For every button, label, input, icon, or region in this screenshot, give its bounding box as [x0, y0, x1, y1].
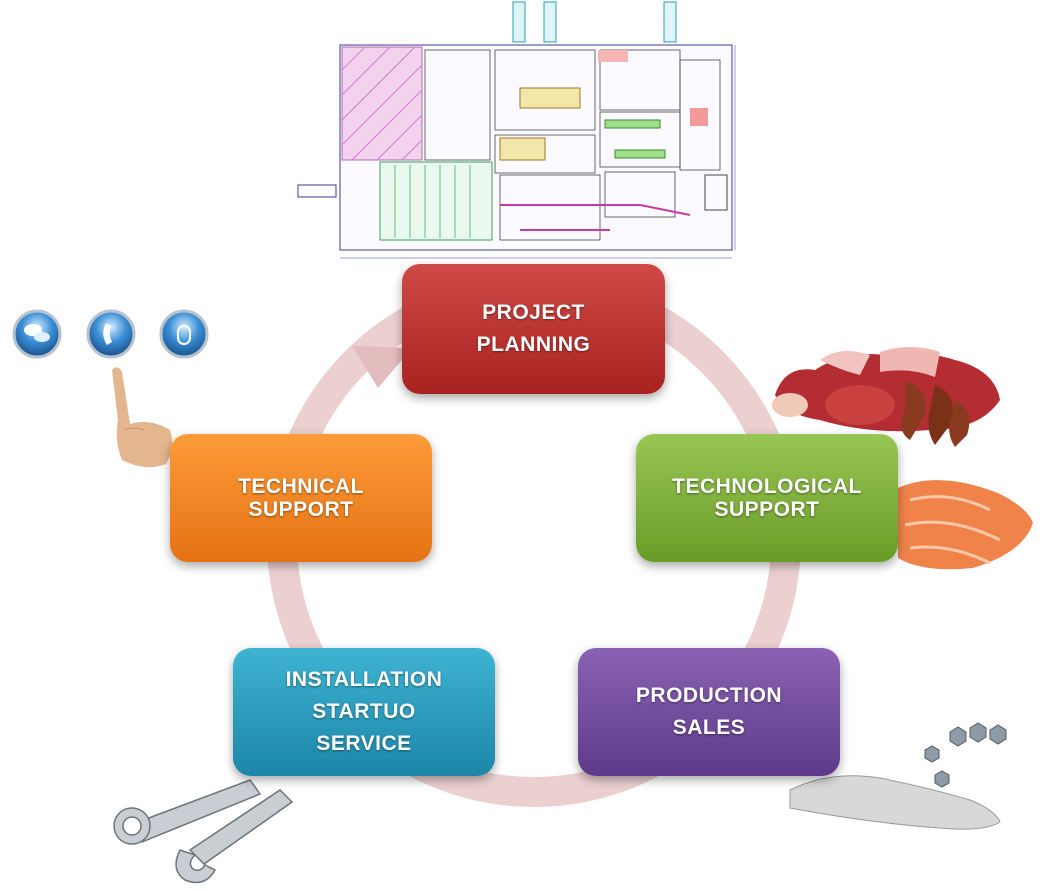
step-technical-support-line-1: TECHNICAL: [238, 475, 364, 498]
step-technological-support-line-2: SUPPORT: [714, 498, 820, 521]
step-technical-support: TECHNICAL SUPPORT: [170, 434, 432, 562]
step-technological-support: TECHNOLOGICAL SUPPORT: [636, 434, 898, 562]
step-production-sales-line-2: SALES: [672, 716, 746, 739]
step-project-planning-line-1: PROJECT: [482, 301, 585, 324]
nuts-and-bolts-icon: [924, 722, 1007, 788]
step-production-sales-line-1: PRODUCTION: [635, 684, 783, 707]
step-technological-support-line-1: TECHNOLOGICAL: [672, 475, 862, 498]
chat-icon: [12, 309, 62, 359]
hand-pointing-image: [112, 367, 173, 468]
salmon-fillet-image: [898, 480, 1033, 570]
step-project-planning-line-2: PLANNING: [476, 333, 591, 356]
meat-products-image: [772, 347, 1000, 447]
phone-icon: [86, 309, 136, 359]
step-installation-line-3: SERVICE: [316, 732, 412, 755]
step-technical-support-line-2: SUPPORT: [248, 498, 354, 521]
step-project-planning: PROJECT PLANNING: [402, 264, 665, 394]
step-installation-line-1: INSTALLATION: [285, 668, 443, 691]
step-installation-startuo-service: INSTALLATION STARTUO SERVICE: [233, 648, 495, 776]
cycle-arrowhead: [352, 346, 412, 388]
mouse-icon: [159, 309, 209, 359]
step-production-sales: PRODUCTION SALES: [578, 648, 840, 776]
step-installation-line-2: STARTUO: [312, 700, 416, 723]
